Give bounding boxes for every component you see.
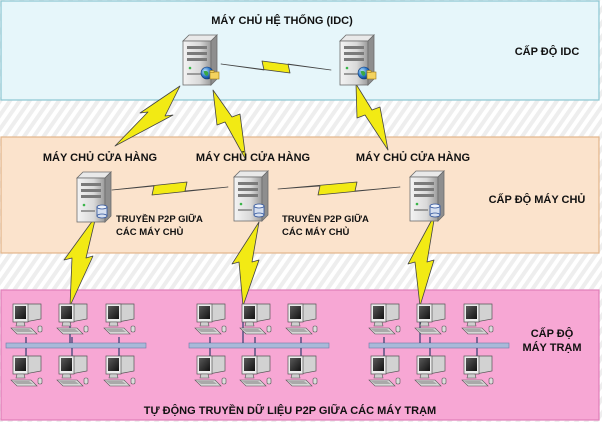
idc-server-left bbox=[182, 34, 220, 86]
footer-caption: TỰ ĐỘNG TRUYỀN DỮ LIỆU P2P GIỮA CÁC MÁY … bbox=[144, 404, 436, 417]
store-server-right-label: MÁY CHỦ CỬA HÀNG bbox=[356, 151, 470, 164]
database-icon bbox=[96, 204, 108, 219]
idc-level-band bbox=[0, 0, 600, 101]
workstation-level-line1: CẤP ĐỘ bbox=[531, 327, 574, 340]
link-idc-right-to-right-store bbox=[355, 83, 389, 151]
link-idc-to-left-store bbox=[114, 85, 181, 147]
server-level-label: CẤP ĐỘ MÁY CHỦ bbox=[489, 193, 586, 206]
p2p-right-line1: TRUYỀN P2P GIỮA bbox=[282, 214, 369, 225]
link-store-left-to-middle bbox=[111, 181, 229, 196]
hub-bar-left bbox=[5, 342, 147, 349]
store-server-middle bbox=[233, 170, 269, 222]
link-idc-to-idc bbox=[220, 60, 332, 74]
network-links bbox=[63, 60, 436, 307]
store-server-middle-label: MÁY CHỦ CỬA HÀNG bbox=[196, 151, 310, 164]
p2p-left-line1: TRUYỀN P2P GIỮA bbox=[116, 214, 203, 225]
workstation-level-line2: MÁY TRẠM bbox=[522, 341, 581, 354]
store-server-left-label: MÁY CHỦ CỬA HÀNG bbox=[43, 151, 157, 164]
link-idc-left-to-middle-store bbox=[212, 89, 247, 161]
hub-bar-right bbox=[368, 342, 510, 349]
database-icon bbox=[429, 203, 441, 218]
link-store-middle-to-right bbox=[277, 181, 401, 196]
p2p-left-line2: CÁC MÁY CHỦ bbox=[116, 226, 184, 238]
idc-title: MÁY CHỦ HỆ THỐNG (IDC) bbox=[211, 13, 353, 27]
store-server-right bbox=[409, 170, 445, 222]
p2p-right-line2: CÁC MÁY CHỦ bbox=[282, 226, 350, 238]
hub-bar-middle bbox=[188, 342, 330, 349]
idc-level-label: CẤP ĐỘ IDC bbox=[515, 45, 580, 58]
idc-server-right bbox=[339, 34, 377, 86]
hub-bars bbox=[5, 342, 510, 349]
database-icon bbox=[253, 203, 265, 218]
store-server-left bbox=[76, 171, 112, 223]
